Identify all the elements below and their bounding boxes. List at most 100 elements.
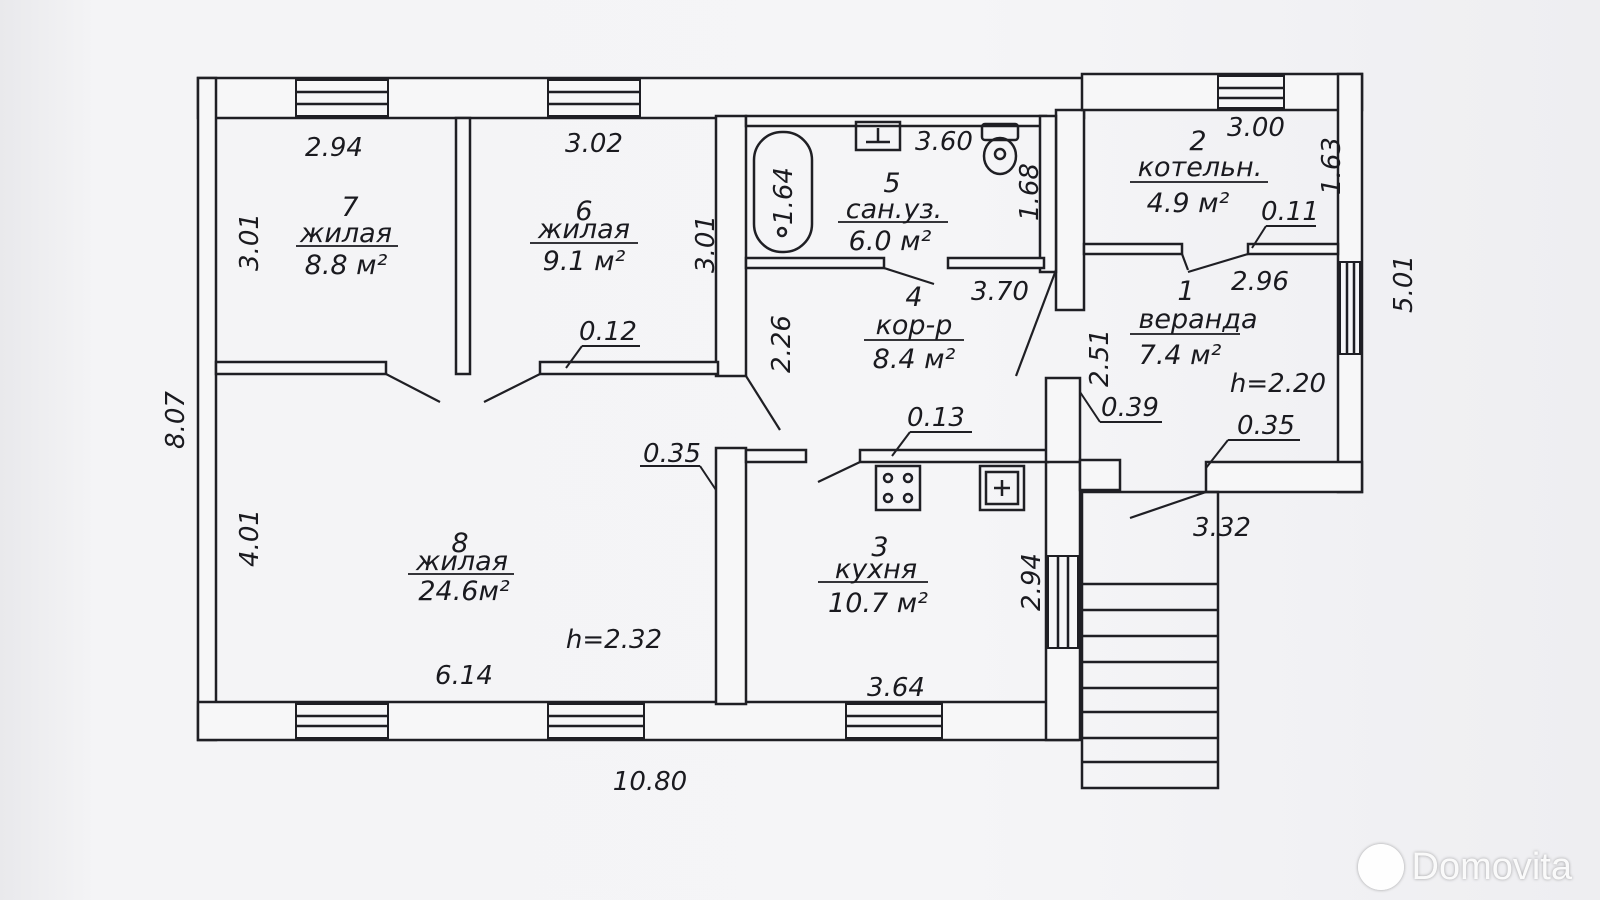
wall-thickness-2: 0.35 [643,439,701,469]
dim-veranda-width: 2.96 [1231,267,1289,297]
dim-overall-width: 10.80 [613,767,687,797]
dim-bathtub: 1.64 [769,167,799,225]
entrance-stairs [1080,490,1220,790]
svg-text:веранда: веранда [1138,304,1257,335]
dim-room8-width: 6.14 [435,661,493,691]
window-kitchen-east [1047,555,1079,649]
chimney-stub [1078,458,1122,492]
svg-text:кор-р: кор-р [876,310,953,341]
wall-thickness-1: 0.12 [579,317,637,347]
fixtures [752,120,1026,512]
svg-text:кухня: кухня [835,554,917,585]
dim-boiler-depth: 1.63 [1317,137,1347,195]
boiler-south-b [1246,242,1340,256]
window-boiler [1217,75,1285,109]
bathtub-icon [752,130,814,254]
east-wall-upper [1054,108,1086,312]
dim-kitchen-depth: 2.94 [1017,553,1047,611]
kitchen-north-a [744,448,808,464]
veranda-south-wall [1204,460,1364,494]
svg-text:3: 3 [871,532,888,563]
wall-8-kitchen [714,446,748,706]
dim-corridor-width: 3.70 [971,277,1029,307]
room-6-label: 6 жилая 9.1 м² [530,196,638,277]
room-4-label: 4 кор-р 8.4 м² [864,282,964,375]
svg-text:4: 4 [905,282,922,313]
wall-thickness-5: 0.39 [1101,393,1159,423]
dim-overall-depth: 8.07 [161,391,191,449]
leader-lines [565,225,1316,491]
stove-icon [874,464,922,512]
doors [385,252,1249,520]
sink-icon [854,120,902,152]
bathtub-drain-icon [776,226,788,238]
svg-text:8.4 м²: 8.4 м² [873,344,956,375]
svg-text:24.6м²: 24.6м² [418,576,509,607]
height-veranda: h=2.20 [1230,369,1326,399]
kitchen-sink-icon [978,464,1026,512]
svg-text:2: 2 [1189,126,1206,157]
windows [295,75,1361,739]
dim-bath-depth: 1.68 [1015,163,1045,221]
wall-7-6 [454,116,472,376]
bath-south-b [946,256,1046,270]
dim-veranda-side: 3.32 [1193,513,1251,543]
room-2-label: 2 котельн. 4.9 м² [1130,126,1268,219]
wall-6-8 [538,360,720,376]
wall-thickness-4: 0.11 [1261,197,1319,227]
dim-veranda-depth: 2.51 [1085,329,1115,387]
svg-text:9.1 м²: 9.1 м² [543,246,626,277]
svg-text:котельн.: котельн. [1138,152,1263,183]
toilet-icon [980,122,1020,176]
svg-text:1: 1 [1177,276,1194,307]
west-wall [196,76,218,742]
room-7-label: 7 жилая 8.8 м² [296,192,398,281]
svg-text:5: 5 [883,168,900,199]
svg-text:7.4 м²: 7.4 м² [1139,340,1222,371]
dim-bath-width: 3.60 [915,127,973,157]
svg-text:8.8 м²: 8.8 м² [305,250,388,281]
window-room6 [547,79,641,117]
room-8-label: 8 жилая 24.6м² [408,528,514,607]
window-room7 [295,79,389,117]
svg-text:7: 7 [341,192,358,223]
window-room8-b [547,703,645,739]
wall-7-8 [214,360,388,376]
dim-corridor-depth: 2.26 [767,315,797,373]
dim-boiler-width: 3.00 [1227,113,1285,143]
watermark-brand: Domovita [1411,845,1573,888]
dim-kitchen-width: 3.64 [867,673,925,703]
svg-text:сан.уз.: сан.уз. [846,194,943,225]
svg-text:жилая: жилая [299,218,392,249]
wall-thickness-6: 0.35 [1237,411,1295,441]
svg-text:8: 8 [451,528,468,559]
svg-text:6: 6 [575,196,592,227]
kitchen-north-b [858,448,1050,464]
boiler-south-a [1082,242,1184,256]
svg-text:10.7 м²: 10.7 м² [828,588,928,619]
dim-room7-width: 2.94 [305,133,363,163]
window-veranda [1339,261,1361,355]
kitchen-east-upper [1044,376,1082,464]
window-room8-a [295,703,389,739]
room-5-label: 5 сан.уз. 6.0 м² [838,168,948,257]
dimension-labels: 2.94 3.01 3.02 3.01 3.60 1.68 1.64 3.70 … [161,113,1419,797]
dim-room6-depth: 3.01 [691,215,721,273]
svg-text:4.9 м²: 4.9 м² [1147,188,1230,219]
wall-thickness-3: 0.13 [907,403,965,433]
wall-6-corridor [714,114,748,378]
room-1-label: 1 веранда 7.4 м² [1130,276,1258,371]
bath-east [1038,114,1058,274]
svg-text:6.0 м²: 6.0 м² [849,226,932,257]
window-kitchen [845,703,943,739]
dim-room7-depth: 3.01 [235,213,265,271]
dim-veranda-total: 5.01 [1389,255,1419,313]
height-main: h=2.32 [566,625,662,655]
svg-text:жилая: жилая [415,546,508,577]
dim-room8-depth: 4.01 [235,509,265,567]
watermark: Domovita [1357,844,1573,890]
room-3-label: 3 кухня 10.7 м² [818,532,928,619]
bath-south-a [744,256,886,270]
